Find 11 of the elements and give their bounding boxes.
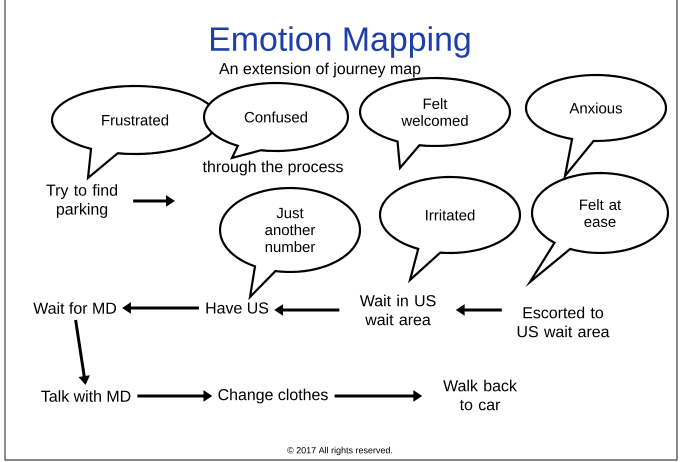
subtitle-text: An extension of journey map [219,62,420,78]
step-text: Try to find parking [46,184,117,218]
step-text: Wait for MD [33,302,116,314]
step-text: Have US [206,302,268,314]
title: Emotion Mapping [210,26,470,58]
step-text: Wait in US wait area [360,294,436,326]
footer-text: © 2017 All rights reserved. [287,446,392,456]
step-text: Walk back to car [443,380,517,410]
step-text: Change clothes [218,388,328,404]
step-text: Talk with MD [41,390,130,402]
step-text: Escorted to US wait area [518,306,610,338]
